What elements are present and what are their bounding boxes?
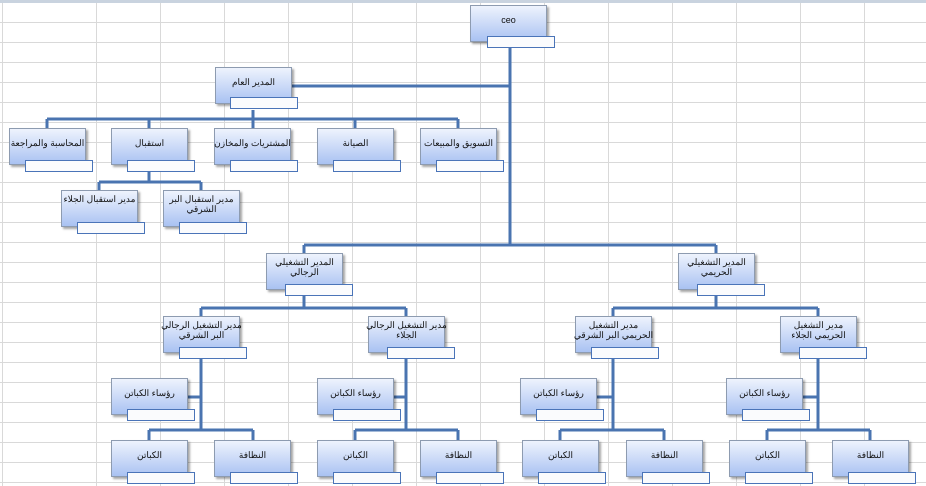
name-field[interactable]	[179, 347, 247, 359]
name-field[interactable]	[745, 472, 813, 484]
node-label: مدير التشغيل الرجالي الجلاء	[366, 320, 447, 340]
name-field[interactable]	[436, 472, 504, 484]
name-field[interactable]	[333, 409, 401, 421]
name-field[interactable]	[333, 472, 401, 484]
org-node-reception-east[interactable]: مدير استقبال البر الشرقي	[163, 190, 240, 227]
name-field[interactable]	[127, 472, 195, 484]
node-label: المدير العام	[231, 77, 276, 87]
org-node-purchasing[interactable]: المشتريات والمخازن	[214, 128, 291, 165]
node-label: التسويق والمبيعات	[424, 138, 493, 148]
node-label: ceo	[501, 15, 516, 25]
org-node-ceo[interactable]: ceo	[470, 5, 547, 42]
name-field[interactable]	[742, 409, 810, 421]
org-node-cleaning[interactable]: النظافة	[832, 440, 909, 477]
node-label: مدير التشغيل الحريمي البر الشرقي	[573, 320, 654, 340]
org-node-cleaning[interactable]: النظافة	[626, 440, 703, 477]
node-label: الصيانة	[342, 138, 369, 148]
name-field[interactable]	[230, 472, 298, 484]
node-label: النظافة	[650, 450, 679, 460]
node-label: النظافة	[238, 450, 267, 460]
name-field[interactable]	[697, 284, 765, 296]
name-field[interactable]	[285, 284, 353, 296]
name-field[interactable]	[642, 472, 710, 484]
name-field[interactable]	[230, 97, 298, 109]
org-node-maintenance[interactable]: الصيانة	[317, 128, 394, 165]
name-field[interactable]	[538, 472, 606, 484]
node-label: الكباتن	[547, 450, 574, 460]
node-label: مدير استقبال البر الشرقي	[169, 194, 234, 214]
node-label: مدير استقبال الجلاء	[63, 194, 136, 204]
node-label: مدير التشغيل الرجالي البر الشرقي	[161, 320, 242, 340]
name-field[interactable]	[127, 160, 195, 172]
org-node-branch-men-east[interactable]: مدير التشغيل الرجالي البر الشرقي	[161, 316, 242, 353]
node-label: الكباتن	[342, 450, 369, 460]
name-field[interactable]	[179, 222, 247, 234]
name-field[interactable]	[799, 347, 867, 359]
org-node-ops-men[interactable]: المدير التشغيلي الرجالي	[266, 253, 343, 290]
name-field[interactable]	[436, 160, 504, 172]
name-field[interactable]	[230, 160, 298, 172]
org-node-captains[interactable]: الكباتن	[522, 440, 599, 477]
name-field[interactable]	[536, 409, 604, 421]
name-field[interactable]	[848, 472, 916, 484]
org-node-captains[interactable]: الكباتن	[729, 440, 806, 477]
org-node-cleaning[interactable]: النظافة	[420, 440, 497, 477]
node-label: المدير التشغيلي الرجالي	[275, 257, 334, 277]
node-label: مدير التشغيل الحريمي الجلاء	[791, 320, 846, 340]
node-label: الكباتن	[136, 450, 163, 460]
node-label: رؤساء الكباتن	[739, 388, 790, 398]
node-label: النظافة	[444, 450, 473, 460]
name-field[interactable]	[127, 409, 195, 421]
name-field[interactable]	[77, 222, 145, 234]
node-label: النظافة	[856, 450, 885, 460]
org-node-captain-heads[interactable]: رؤساء الكباتن	[726, 378, 803, 415]
org-node-branch-men-jalaa[interactable]: مدير التشغيل الرجالي الجلاء	[366, 316, 447, 353]
node-label: الكباتن	[754, 450, 781, 460]
name-field[interactable]	[333, 160, 401, 172]
node-label: رؤساء الكباتن	[124, 388, 175, 398]
name-field[interactable]	[487, 36, 555, 48]
org-node-captain-heads[interactable]: رؤساء الكباتن	[317, 378, 394, 415]
name-field[interactable]	[591, 347, 659, 359]
org-node-branch-women-east[interactable]: مدير التشغيل الحريمي البر الشرقي	[573, 316, 654, 353]
name-field[interactable]	[387, 347, 455, 359]
org-node-captain-heads[interactable]: رؤساء الكباتن	[520, 378, 597, 415]
org-node-marketing[interactable]: التسويق والمبيعات	[420, 128, 497, 165]
node-label: المحاسبة والمراجعة	[10, 138, 85, 148]
node-label: المشتريات والمخازن	[214, 138, 291, 148]
node-label: استقبال	[134, 138, 165, 148]
name-field[interactable]	[25, 160, 93, 172]
node-label: المدير التشغيلي الحريمي	[687, 257, 746, 277]
org-node-reception[interactable]: استقبال	[111, 128, 188, 165]
org-node-captain-heads[interactable]: رؤساء الكباتن	[111, 378, 188, 415]
org-node-cleaning[interactable]: النظافة	[214, 440, 291, 477]
window-top-edge	[0, 0, 926, 3]
node-label: رؤساء الكباتن	[330, 388, 381, 398]
node-label: رؤساء الكباتن	[533, 388, 584, 398]
